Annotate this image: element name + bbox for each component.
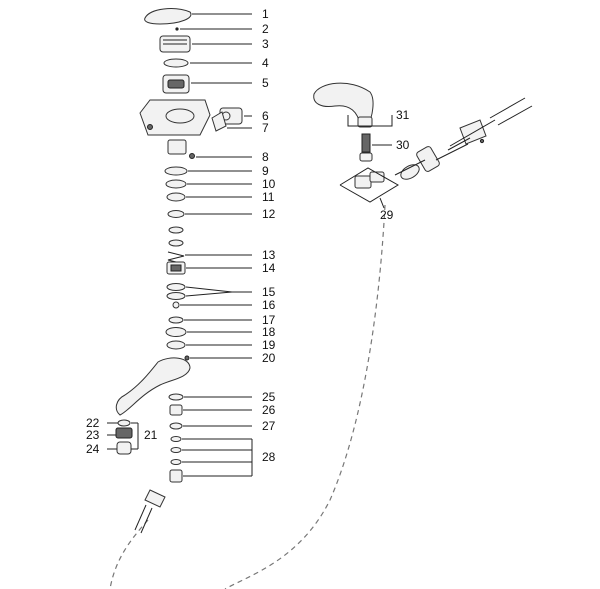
label-3: 3: [262, 37, 269, 51]
part-22-washer: [117, 419, 131, 427]
part-20-screw: [184, 355, 190, 361]
label-5: 5: [262, 76, 269, 90]
label-17: 17: [262, 313, 276, 327]
part-19-ring: [166, 340, 186, 350]
wall-screws: [435, 97, 533, 161]
label-16: 16: [262, 298, 276, 312]
label-30: 30: [396, 138, 410, 152]
hose-dashed-line: [109, 519, 149, 589]
wall-bracket: [394, 146, 440, 180]
label-21: 21: [144, 428, 158, 442]
label-12: 12: [262, 207, 276, 221]
part-17-seal: [168, 316, 184, 324]
label-10: 10: [262, 177, 276, 191]
part-18-ring: [165, 327, 187, 337]
part-29-holder: [354, 171, 385, 189]
part-16-ball: [172, 301, 180, 309]
part-9-oring: [164, 166, 188, 176]
part-1-cap: [144, 8, 192, 25]
label-13: 13: [262, 248, 276, 262]
label-29: 29: [380, 208, 394, 222]
part-8-studs: [167, 139, 195, 159]
label-26: 26: [262, 403, 276, 417]
label-7: 7: [262, 121, 269, 135]
part-2-dot: [175, 27, 179, 31]
part-6-body: [139, 99, 211, 136]
label-27: 27: [262, 419, 276, 433]
spindle-stack: [168, 226, 184, 247]
part-11-ring: [166, 192, 186, 202]
part-14-valve: [166, 261, 186, 275]
part-10-ring: [165, 179, 187, 189]
part-27-ring: [169, 422, 183, 430]
part-28-stack: [169, 436, 183, 483]
part-5-cartridge: [162, 74, 190, 94]
part-31-hand-shower: [313, 82, 374, 128]
part-15-washer: [166, 283, 186, 291]
part-23-aerator: [115, 427, 133, 439]
label-6: 6: [262, 109, 269, 123]
label-1: 1: [262, 7, 269, 21]
label-31: 31: [396, 108, 410, 122]
label-19: 19: [262, 338, 276, 352]
part-24-housing: [116, 441, 132, 455]
label-24: 24: [86, 442, 100, 456]
label-15: 15: [262, 285, 276, 299]
hose-connector: [134, 489, 166, 534]
part-15-washer-2: [166, 292, 186, 300]
label-4: 4: [262, 56, 269, 70]
part-25-ring: [168, 393, 184, 401]
part-4-ring: [163, 58, 189, 68]
label-2: 2: [262, 22, 269, 36]
part-12-ring: [167, 210, 185, 218]
label-25: 25: [262, 390, 276, 404]
part-30-shower-hose-end: [359, 133, 373, 162]
leader-lines: [107, 13, 399, 477]
part-labels: 1 2 3 4 5 6 7 8 9 10 11 12 13 14 15 16 1…: [86, 7, 410, 464]
part-26-nut: [169, 404, 183, 416]
part-7-gasket: [211, 111, 227, 132]
part-3-nut: [159, 35, 191, 53]
wall-plate: [447, 119, 496, 151]
label-28: 28: [262, 450, 276, 464]
label-9: 9: [262, 164, 269, 178]
label-23: 23: [86, 428, 100, 442]
spout: [115, 357, 191, 416]
label-22: 22: [86, 416, 100, 430]
label-14: 14: [262, 261, 276, 275]
label-8: 8: [262, 150, 269, 164]
label-18: 18: [262, 325, 276, 339]
label-20: 20: [262, 351, 276, 365]
label-11: 11: [262, 190, 275, 204]
